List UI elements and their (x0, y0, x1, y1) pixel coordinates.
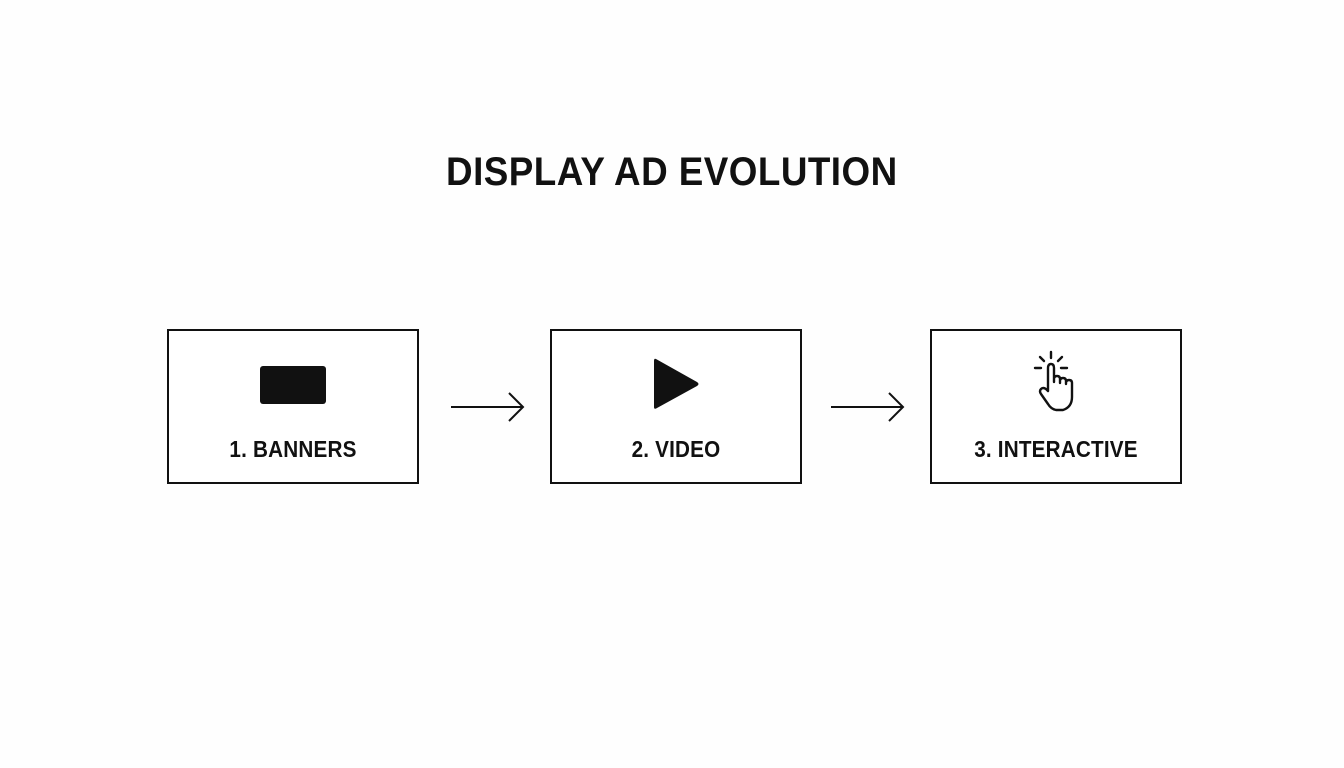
step-banners: 1. BANNERS (167, 329, 419, 484)
diagram-title: DISPLAY AD EVOLUTION (446, 150, 898, 194)
arrow-right-icon (831, 392, 905, 422)
banner-icon-wrap (169, 331, 417, 431)
play-icon-wrap (552, 331, 800, 431)
step-label: 1. BANNERS (229, 436, 357, 462)
step-interactive: 3. INTERACTIVE (930, 329, 1182, 484)
step-label: 3. INTERACTIVE (974, 436, 1138, 462)
step-label: 2. VIDEO (631, 436, 721, 462)
play-icon (654, 358, 699, 409)
banner-icon (260, 366, 326, 404)
step-video: 2. VIDEO (550, 329, 802, 484)
tap-hand-icon (1033, 350, 1074, 412)
tap-hand-icon-wrap (932, 331, 1180, 431)
arrow-right-icon (451, 392, 525, 422)
